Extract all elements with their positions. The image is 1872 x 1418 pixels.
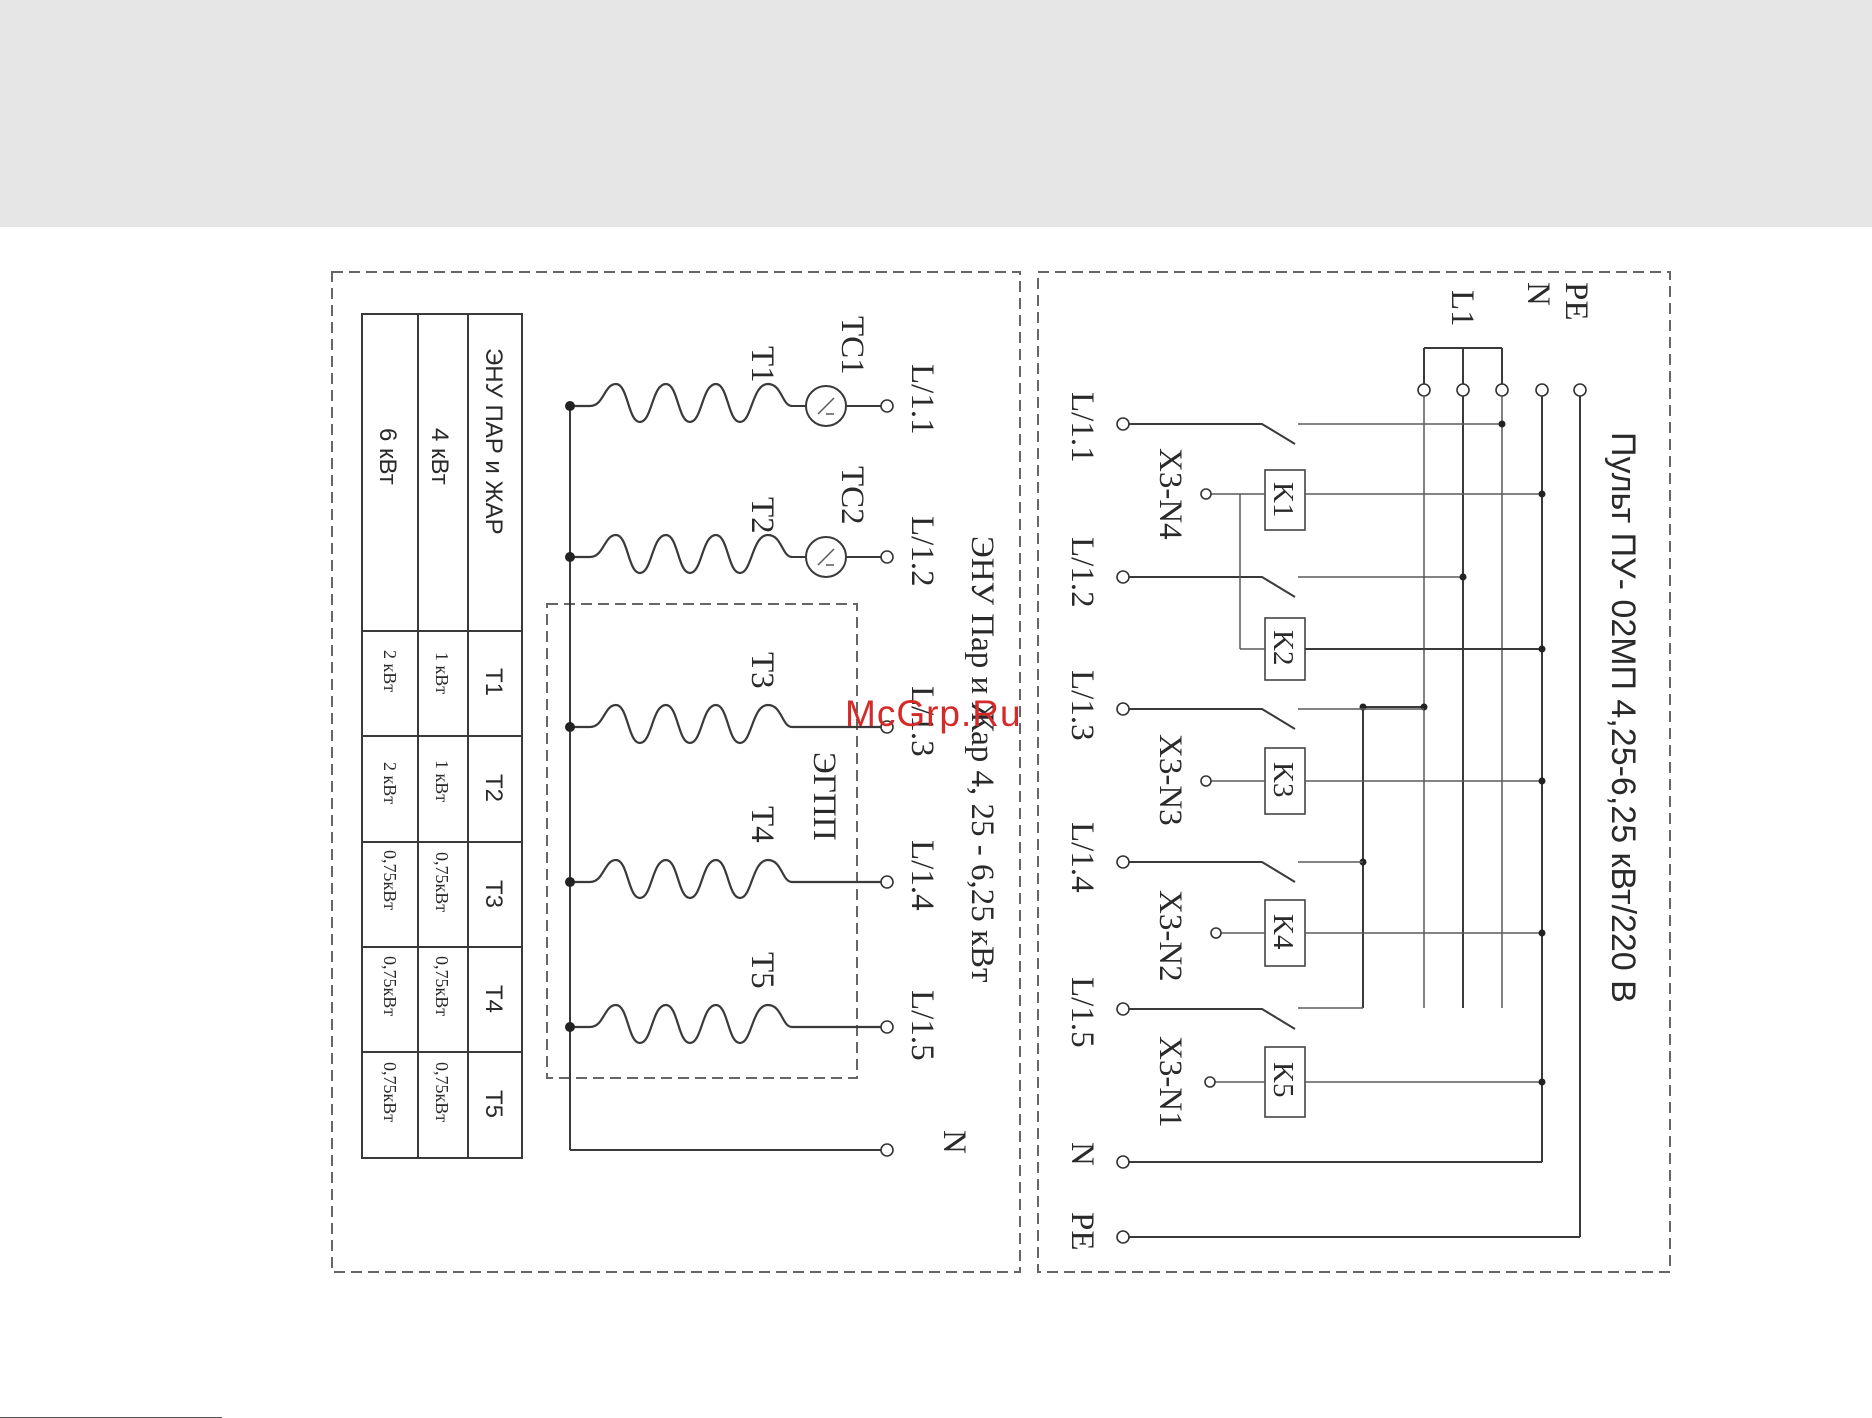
heater-t3: [570, 703, 881, 745]
sensor-label-tc2: TC2: [834, 466, 870, 525]
panel-terminal-n: [1116, 1155, 1130, 1169]
panel-out-label-n: N: [1064, 1142, 1100, 1166]
unit-in-label-n: N: [936, 1130, 972, 1154]
panel-terminal-pe: [1116, 1230, 1130, 1244]
panel-terminal-l13: [1116, 702, 1130, 716]
link-label-x3n3: X3-N3: [1152, 734, 1188, 826]
terminal-pe-in: [1573, 383, 1587, 397]
heater-t5: [570, 1003, 881, 1045]
egpp-label: ЭГПП: [806, 752, 842, 841]
input-label-n: N: [1520, 282, 1556, 306]
table-row2-t3: 0,75кВт: [380, 850, 400, 910]
contactor-k4-label: K4: [1267, 914, 1299, 950]
unit-in-label-l13: L/1.3: [904, 686, 940, 757]
table-header-t5: T5: [480, 1090, 507, 1118]
table-row2-t5: 0,75кВт: [380, 1062, 400, 1122]
table-row1-t5: 0,75кВт: [432, 1062, 452, 1122]
unit-in-label-l11: L/1.1: [904, 364, 940, 435]
contactor-k1: [1264, 469, 1306, 531]
link-label-x3n2: X3-N2: [1152, 890, 1188, 982]
link-label-x3n4: X3-N4: [1152, 448, 1188, 540]
contactor-k2-label: K2: [1267, 630, 1299, 665]
table-row1-t1: 1 кВт: [432, 652, 452, 694]
unit-terminal-l11: [880, 399, 894, 413]
unit-terminal-l14: [880, 875, 894, 889]
heater-t4: [570, 858, 881, 900]
table-header-t3: T3: [480, 880, 507, 908]
heater-label-t4: T4: [744, 806, 780, 843]
unit-terminal-l12: [880, 550, 894, 564]
contactor-k5: [1264, 1046, 1306, 1118]
contactor-k1-label: K1: [1267, 482, 1299, 517]
link-label-x3n1: X3-N1: [1152, 1036, 1188, 1128]
table-header-title: ЭНУ ПАР и ЖАР: [480, 348, 507, 535]
contactor-k3: [1264, 747, 1306, 815]
table-row1-t2: 1 кВт: [432, 760, 452, 802]
panel-terminal-l14: [1116, 855, 1130, 869]
table-row2-t1: 2 кВт: [380, 650, 400, 692]
table-row2-t2: 2 кВт: [380, 762, 400, 804]
table-row2-power: 6 кВт: [374, 428, 401, 485]
unit-terminal-n: [880, 1143, 894, 1157]
panel-out-label-l12: L/1.2: [1064, 537, 1100, 608]
power-table: [361, 313, 523, 1159]
heater-t2: [570, 533, 793, 575]
unit-terminal-l15: [880, 1020, 894, 1034]
input-label-l1: L1: [1444, 290, 1480, 327]
unit-in-label-l12: L/1.2: [904, 516, 940, 587]
unit-enclosure: [331, 271, 1021, 1273]
panel-terminal-l12: [1116, 570, 1130, 584]
table-row2-t4: 0,75кВт: [380, 956, 400, 1016]
terminal-l1b: [1456, 383, 1470, 397]
heater-t1: [570, 382, 793, 424]
panel-terminal-l15: [1116, 1002, 1130, 1016]
panel-out-label-l15: L/1.5: [1064, 977, 1100, 1048]
panel-out-label-l13: L/1.3: [1064, 670, 1100, 741]
table-row1-t4: 0,75кВт: [432, 956, 452, 1016]
panel-out-label-l11: L/1.1: [1064, 392, 1100, 463]
table-header-t4: T4: [480, 985, 507, 1013]
heater-label-t1: T1: [744, 346, 780, 383]
sensor-label-tc1: TC1: [834, 316, 870, 375]
heater-label-t3: T3: [744, 652, 780, 689]
egpp-enclosure: [546, 603, 858, 1079]
panel-terminal-l11: [1116, 417, 1130, 431]
panel-enclosure: [1037, 271, 1671, 1273]
terminal-l1a: [1495, 383, 1509, 397]
header-band: [0, 0, 1872, 227]
table-row1-t3: 0,75кВт: [432, 852, 452, 912]
heater-label-t5: T5: [744, 952, 780, 989]
contactor-k3-label: K3: [1267, 762, 1299, 797]
panel-out-label-pe: PE: [1064, 1212, 1100, 1251]
contactor-k5-label: K5: [1267, 1062, 1299, 1097]
unit-in-label-l15: L/1.5: [904, 990, 940, 1061]
heater-label-t2: T2: [744, 497, 780, 534]
watermark: McGrp.Ru: [845, 693, 1022, 734]
terminal-l1c: [1417, 383, 1431, 397]
terminal-n-in: [1535, 383, 1549, 397]
panel-title: Пульт ПУ- 02МП 4,25-6,25 кВт/220 В: [1604, 432, 1642, 1003]
unit-title: ЭНУ Пар и Жар 4, 25 - 6,25 кВт: [964, 536, 1000, 982]
input-label-pe: PE: [1558, 282, 1594, 321]
unit-in-label-l14: L/1.4: [904, 840, 940, 911]
table-header-t2: T2: [480, 774, 507, 802]
contactor-k4: [1264, 899, 1306, 967]
panel-out-label-l14: L/1.4: [1064, 822, 1100, 893]
table-header-t1: T1: [480, 668, 507, 696]
table-row1-power: 4 кВт: [426, 428, 453, 485]
